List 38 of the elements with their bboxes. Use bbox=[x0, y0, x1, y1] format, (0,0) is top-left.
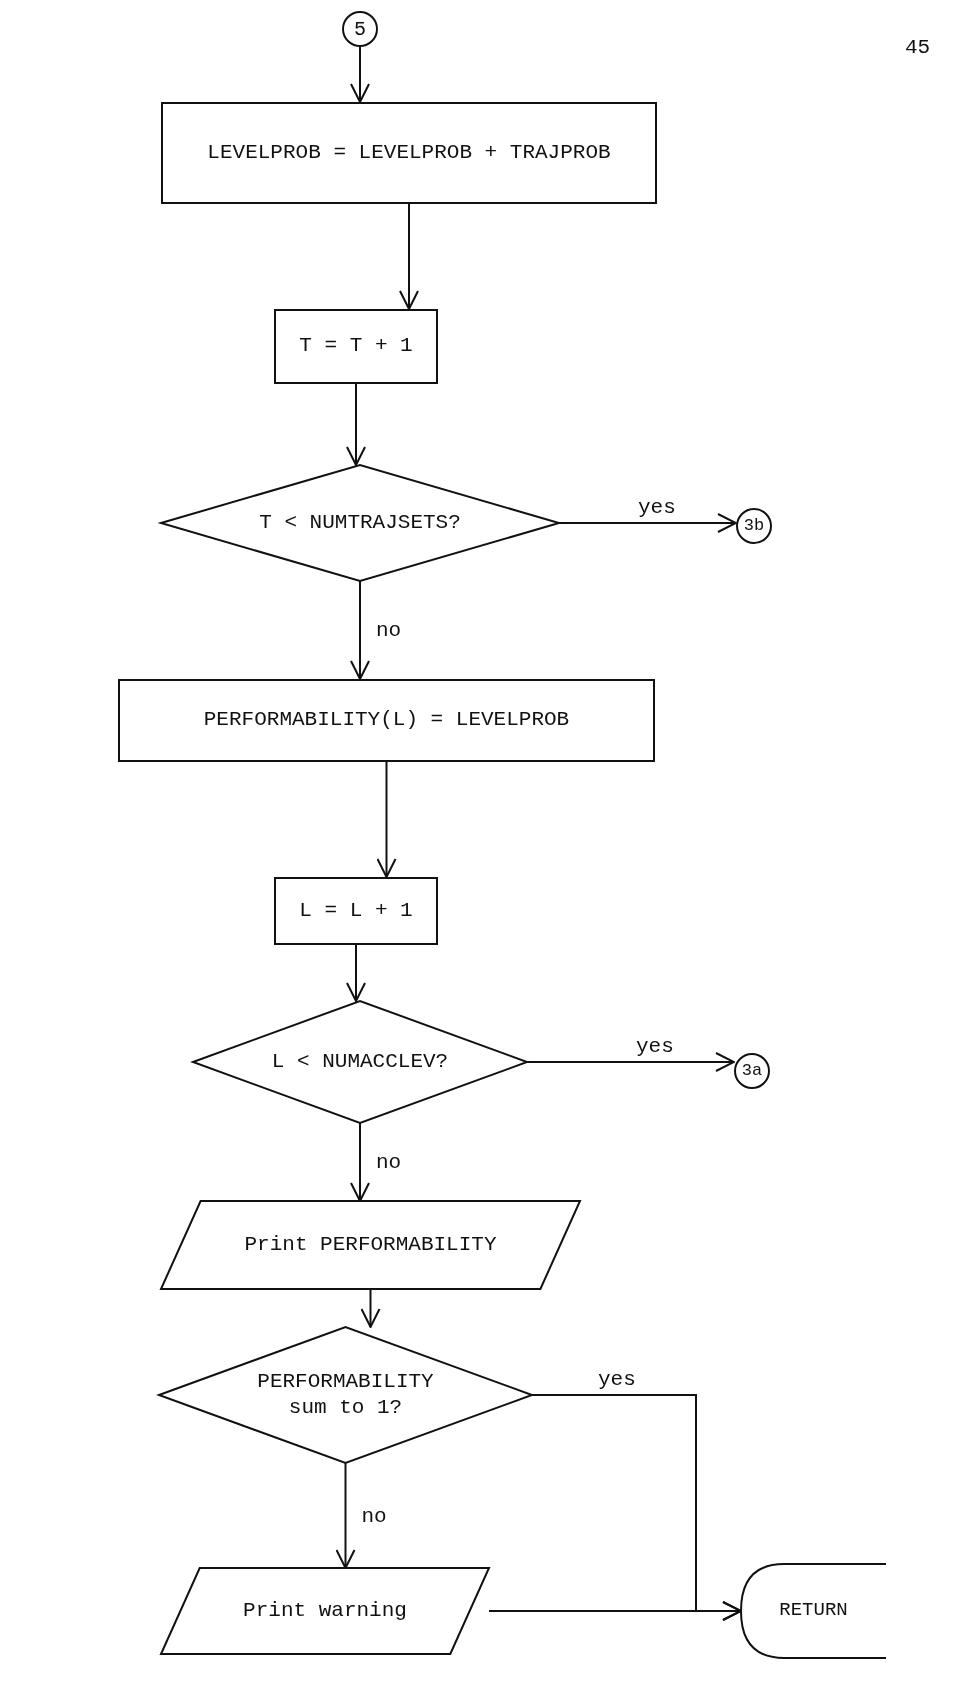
arrow bbox=[399, 203, 419, 310]
arrow bbox=[360, 1288, 381, 1328]
connector-circle bbox=[342, 11, 378, 47]
arrow bbox=[526, 1052, 735, 1072]
node-label: L < NUMACCLEV? bbox=[271, 1048, 449, 1075]
node-label: Print warning bbox=[243, 1597, 407, 1624]
node-label: Print PERFORMABILITY bbox=[244, 1231, 497, 1258]
node-label: 3a bbox=[741, 1060, 763, 1082]
arrow bbox=[350, 1122, 370, 1202]
arrow bbox=[376, 761, 397, 878]
decision-diamond bbox=[193, 1001, 527, 1123]
process-box bbox=[118, 679, 655, 762]
process-box bbox=[274, 309, 438, 384]
connector-circle bbox=[736, 508, 772, 544]
node-label: T < NUMTRAJSETS? bbox=[259, 509, 461, 536]
node-label: 3b bbox=[743, 515, 765, 537]
connector-circle bbox=[734, 1053, 770, 1089]
io-parallelogram bbox=[161, 1568, 489, 1654]
page-number: 45 bbox=[905, 36, 931, 59]
node-label: LEVELPROB = LEVELPROB + TRAJPROB bbox=[207, 139, 611, 166]
arrow bbox=[488, 1601, 742, 1621]
decision-diamond bbox=[159, 1327, 532, 1463]
arrow bbox=[346, 944, 366, 1002]
node-label: RETURN bbox=[779, 1599, 848, 1623]
process-box bbox=[274, 877, 438, 945]
arrow bbox=[350, 46, 370, 103]
node-label: PERFORMABILITY(L) = LEVELPROB bbox=[203, 707, 570, 734]
arrow bbox=[335, 1462, 356, 1569]
process-box bbox=[161, 102, 657, 204]
arrow bbox=[346, 383, 366, 466]
io-parallelogram bbox=[161, 1201, 580, 1289]
node-label: T = T + 1 bbox=[299, 333, 413, 360]
arrow bbox=[350, 580, 370, 680]
node-label: PERFORMABILITY sum to 1? bbox=[256, 1368, 435, 1421]
node-label: 5 bbox=[354, 16, 366, 42]
terminal-shape bbox=[741, 1563, 886, 1659]
arrow bbox=[558, 513, 737, 533]
node-label: L = L + 1 bbox=[299, 897, 413, 924]
